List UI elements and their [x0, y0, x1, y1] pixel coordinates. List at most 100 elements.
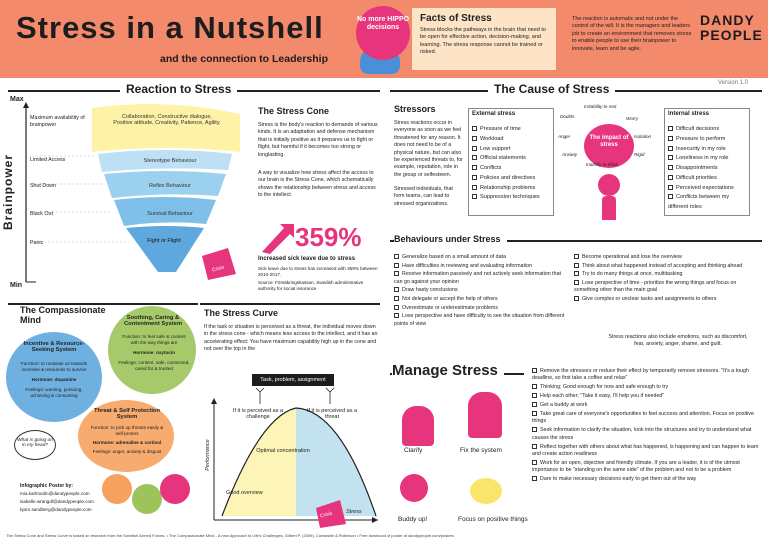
word-rigid: Rigid: [634, 152, 645, 157]
behaviour-item: Receive information passively and not ac…: [394, 271, 566, 285]
checkbox-icon[interactable]: [574, 262, 579, 268]
manage-item-text: Dare to make necessary decisions early t…: [540, 476, 697, 483]
behaviours-left-list: Generalize based on a small amount of da…: [394, 254, 566, 329]
checkbox-icon[interactable]: [472, 126, 477, 131]
behaviour-item-text: Have difficulties in reviewing and evalu…: [402, 262, 533, 269]
band-3-label: Reflex Behaviour: [149, 183, 191, 189]
checkbox-icon[interactable]: [532, 459, 537, 465]
blackout-label: Black Out: [30, 211, 53, 217]
checkbox-icon[interactable]: [532, 402, 537, 408]
internal-title: Internal stress: [668, 111, 710, 117]
behaviour-item: Become operational and lose the overview: [574, 254, 754, 261]
checkbox-icon[interactable]: [532, 384, 537, 390]
checkbox-icon[interactable]: [472, 184, 477, 190]
external-item-text: Relationship problems: [480, 184, 536, 191]
internal-stress-box: [664, 108, 750, 216]
checkbox-icon[interactable]: [472, 194, 477, 200]
checkbox-icon[interactable]: [394, 296, 399, 302]
checkbox-icon[interactable]: [574, 271, 579, 277]
checkbox-icon[interactable]: [472, 165, 477, 171]
incentive-title: Incentive & Resource-Seeking System: [23, 341, 85, 353]
manage-item: Reflect together with others about what …: [532, 443, 762, 458]
checkbox-icon[interactable]: [394, 304, 399, 310]
poster-by: Infographic Poster by:: [20, 483, 74, 489]
checkbox-icon[interactable]: [668, 145, 673, 151]
behaviour-item-text: Generalize based on a small amount of da…: [402, 254, 506, 260]
crisis-tag: [202, 248, 236, 280]
external-item-text: Low support: [480, 145, 511, 152]
buddy-figure: [400, 474, 428, 502]
behaviours-title: Behaviours under Stress: [394, 234, 507, 244]
manage-item-text: Remove the stressors or reduce their eff…: [532, 368, 749, 382]
word-irritability: Irritability to rest: [584, 104, 617, 109]
focus-label: Focus on positive things: [458, 516, 528, 523]
manage-item: Dare to make necessary decisions early t…: [532, 476, 762, 483]
checkbox-icon[interactable]: [472, 135, 477, 141]
internal-item: Difficult decisions: [668, 125, 750, 135]
good-overview-label: Good overview: [226, 490, 263, 496]
checkbox-icon[interactable]: [668, 165, 673, 171]
panic-label: Panic: [30, 240, 44, 246]
band-4-label: Survival Behaviour: [147, 211, 193, 217]
checkbox-icon[interactable]: [532, 443, 537, 449]
checkbox-icon[interactable]: [472, 174, 477, 180]
checkbox-icon[interactable]: [532, 393, 537, 399]
clarify-label: Clarify: [404, 447, 423, 454]
behaviour-item-text: Lose perspective of time - prioritize th…: [574, 280, 737, 294]
mind-title: The Compassionate Mind: [20, 305, 106, 325]
checkbox-icon[interactable]: [574, 296, 579, 302]
behaviour-item: Not delegate or accept the help of other…: [394, 296, 566, 303]
threat-function: Function: to pick up threats easily & se…: [90, 425, 164, 437]
internal-item: Perceived expectations: [668, 184, 750, 194]
checkbox-icon[interactable]: [472, 145, 477, 151]
checkbox-icon[interactable]: [668, 126, 673, 131]
footer-text: The Stress Cone and Stress Curve is base…: [6, 533, 454, 538]
internal-item: Loneliness in my role: [668, 154, 750, 164]
internal-item-text: Conflicts between my different roles: [668, 194, 730, 211]
checkbox-icon[interactable]: [532, 411, 537, 417]
checkbox-icon[interactable]: [394, 287, 399, 293]
external-stress-box: [468, 108, 554, 216]
max-desc: Maximum availability of brainpower: [30, 115, 85, 129]
page-title: Stress in a Nutshell: [16, 10, 324, 45]
behaviour-item-text: Receive information passively and not ac…: [394, 271, 561, 285]
stressed-person-icon: [598, 174, 620, 196]
internal-item-text: Difficult priorities: [676, 174, 717, 181]
manage-item: Thinking; Good enough for now and safe e…: [532, 384, 762, 391]
avatar: [102, 474, 132, 504]
manage-item: Help each other; "Take it easy, I'll hel…: [532, 393, 762, 400]
behaviour-item-text: Not delegate or accept the help of other…: [402, 296, 498, 303]
email-3[interactable]: bjorn.sandberg@dandypeople.com: [20, 507, 92, 512]
email-1[interactable]: mia.karlmodin@dandypeople.com: [20, 491, 90, 496]
checkbox-icon[interactable]: [668, 135, 673, 141]
checkbox-icon[interactable]: [394, 271, 399, 277]
stat-arrow: [262, 224, 294, 254]
word-inability: Inability to think: [586, 162, 618, 167]
checkbox-icon[interactable]: [394, 262, 399, 268]
checkbox-icon[interactable]: [394, 313, 399, 319]
checkbox-icon[interactable]: [574, 254, 579, 259]
checkbox-icon[interactable]: [532, 427, 537, 433]
checkbox-icon[interactable]: [668, 174, 673, 180]
version-label: Version 1.0: [718, 80, 749, 86]
manage-item: Remove the stressors or reduce their eff…: [532, 368, 762, 382]
manage-item-text: Seek information to clarify the situatio…: [532, 427, 752, 441]
curve-title: The Stress Curve: [204, 308, 279, 318]
avatar: [160, 474, 190, 504]
checkbox-icon[interactable]: [668, 184, 673, 190]
email-2[interactable]: isabelle.wrangdl@dandypeople.com: [20, 499, 94, 504]
stress-cone-title: The Stress Cone: [258, 106, 330, 116]
checkbox-icon[interactable]: [532, 368, 537, 373]
checkbox-icon[interactable]: [574, 280, 579, 286]
checkbox-icon[interactable]: [668, 155, 673, 161]
checkbox-icon[interactable]: [668, 194, 673, 200]
threat-hormone: Hormone: adrenaline & cortisol: [92, 440, 162, 445]
checkbox-icon[interactable]: [472, 155, 477, 161]
checkbox-icon[interactable]: [532, 476, 537, 482]
external-item-text: Official statements: [480, 155, 526, 162]
dandy-people-logo: DANDY PEOPLE: [700, 13, 763, 42]
checkbox-icon[interactable]: [394, 254, 399, 259]
internal-item-text: Pressure to perform: [676, 135, 726, 142]
word-anger: Anger: [558, 134, 571, 139]
word-worry: Worry: [626, 116, 639, 121]
